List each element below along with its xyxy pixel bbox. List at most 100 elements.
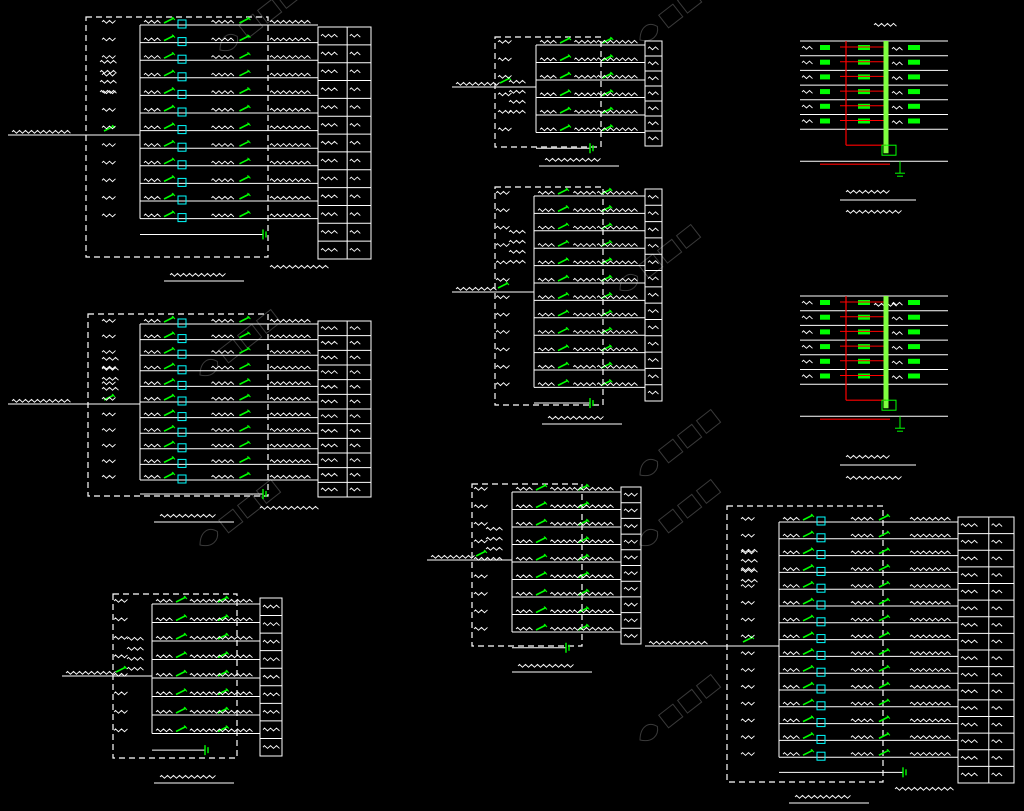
table-cell-text	[320, 212, 338, 217]
cable-spec-label	[573, 57, 598, 62]
load-description-label	[909, 634, 951, 639]
phase-label	[101, 160, 116, 165]
load-description-label	[269, 318, 311, 323]
breaker-rating-label	[537, 364, 555, 369]
phase-label	[101, 349, 116, 355]
energy-meter	[816, 650, 826, 660]
rcd-breaker-tick	[247, 409, 251, 413]
circuit-row	[495, 205, 645, 214]
breaker-rating-label	[782, 516, 800, 521]
panel-rating-text	[99, 79, 117, 84]
circuit-row	[497, 71, 645, 81]
energy-meter	[177, 380, 187, 390]
table-cell-text	[349, 229, 361, 235]
circuit-breaker	[163, 17, 175, 24]
load-description-label	[211, 672, 253, 677]
phase-label	[740, 651, 755, 656]
circuit-breaker-tick	[810, 681, 815, 686]
load-description-label	[596, 364, 638, 369]
distribution-box-left	[820, 344, 830, 350]
table-cell-text	[991, 572, 1003, 578]
panel-rating-text	[485, 546, 503, 551]
circuit-breaker	[175, 707, 187, 714]
watermark-char	[695, 673, 722, 699]
breaker-rating-label	[143, 381, 161, 386]
table-cell-text	[647, 61, 659, 66]
panel-enclosure	[87, 313, 269, 497]
phase-label	[740, 634, 755, 639]
circuit-breaker-tick	[183, 632, 188, 637]
phase-label	[113, 598, 128, 603]
load-description-label	[909, 701, 951, 706]
rcd-breaker-tick	[225, 595, 230, 600]
energy-meter	[177, 318, 187, 328]
breaker-rating-label	[143, 125, 161, 130]
circuit-breaker-tick	[810, 580, 815, 585]
breaker-rating-label	[143, 178, 161, 183]
rcd-breaker	[601, 124, 613, 132]
circuit-row	[101, 192, 318, 205]
table-cell-text	[647, 106, 659, 111]
energy-meter	[816, 634, 826, 644]
circuit-breaker	[163, 316, 175, 323]
phase-label	[497, 109, 512, 114]
phase-label	[101, 142, 116, 148]
riser-diagrams	[800, 22, 948, 480]
phase-label	[101, 443, 116, 448]
floor-label	[801, 104, 813, 109]
distribution-box-right	[908, 300, 920, 305]
circuit-row	[495, 222, 645, 232]
panel-rating-text	[508, 229, 526, 234]
circuit-breaker-tick	[543, 571, 548, 575]
circuit-breaker-tick	[543, 606, 548, 610]
circuit-breaker	[163, 158, 175, 165]
distribution-box-left	[820, 358, 830, 364]
rcd-breaker	[217, 633, 229, 640]
circuit-row	[101, 69, 318, 82]
breaker-rating-label	[155, 709, 173, 714]
rcd-breaker-tick	[585, 571, 590, 575]
rcd-breaker	[878, 564, 890, 572]
breaker-rating-label	[155, 617, 173, 622]
distribution-box-right	[908, 344, 920, 350]
breaker-rating-label	[143, 396, 161, 401]
circuit-breaker	[557, 327, 569, 334]
circuit-breaker	[802, 665, 814, 672]
circuit-row	[101, 409, 318, 422]
load-description-label	[909, 667, 951, 673]
rcd-breaker	[239, 378, 250, 386]
circuit-breaker-tick	[183, 669, 188, 674]
circuit-breaker-tick	[565, 379, 570, 383]
table-cell-text	[349, 105, 361, 110]
table-cell-text	[349, 140, 361, 145]
floor-box-label	[891, 76, 903, 81]
distribution-box-right	[908, 329, 920, 335]
floor-box-label	[891, 360, 903, 365]
circuit-breaker	[535, 519, 547, 526]
rcd-breaker-tick	[608, 326, 613, 331]
energy-meter	[177, 396, 187, 406]
rcd-breaker	[878, 531, 890, 538]
breaker-rating-label	[539, 57, 557, 62]
rcd-breaker	[601, 37, 613, 44]
table-cell-text	[623, 602, 638, 607]
circuit-breaker	[559, 124, 571, 132]
circuit-breaker	[557, 344, 569, 352]
cable-spec-label	[572, 295, 597, 300]
panel-enclosure	[494, 36, 602, 148]
energy-meter	[816, 718, 826, 728]
circuit-breaker	[535, 554, 547, 561]
panel-2	[8, 313, 372, 523]
rcd-breaker-tick	[225, 651, 230, 655]
breaker-rating-label	[143, 107, 161, 112]
breaker-rating-label	[143, 459, 161, 464]
panel-rating-text	[740, 548, 758, 553]
circuit-row	[101, 87, 318, 99]
table-cell-text	[349, 69, 361, 74]
cable-spec-label	[549, 609, 574, 614]
circuit-breaker	[802, 564, 814, 572]
table-cell-text	[991, 656, 1003, 661]
watermark-char	[255, 478, 282, 504]
load-description-label	[211, 691, 253, 696]
rcd-breaker-tick	[247, 104, 251, 109]
